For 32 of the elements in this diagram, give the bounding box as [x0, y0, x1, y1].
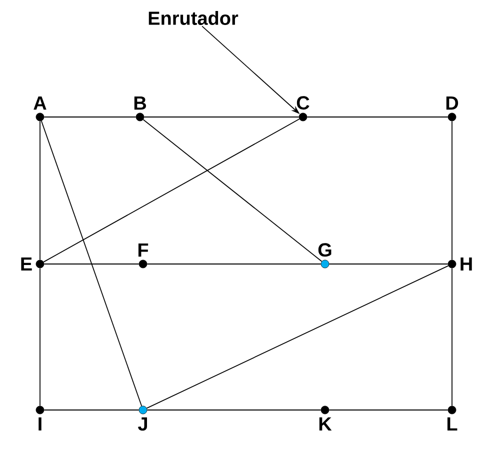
- node-label: B: [134, 96, 146, 110]
- dot-node: E: [21, 257, 44, 271]
- connection-line: [44, 116, 136, 118]
- node-label: A: [34, 96, 46, 110]
- node-label: E: [21, 257, 32, 271]
- connection-line: [306, 116, 448, 118]
- dot-node: H: [448, 257, 472, 271]
- node-label: C: [296, 96, 310, 110]
- node-label: H: [460, 257, 472, 271]
- connection-line: [142, 119, 322, 262]
- connection-line: [40, 120, 142, 406]
- label-text: Enrutador: [148, 11, 238, 25]
- dot-node: A: [34, 96, 46, 122]
- dot-node: B: [134, 96, 146, 122]
- dot-node: L: [447, 406, 458, 430]
- node-label: J: [138, 417, 147, 431]
- dot-node: C: [296, 96, 310, 122]
- connection-line: [144, 116, 300, 118]
- dot-node: I: [36, 406, 44, 430]
- dot-node: J: [138, 406, 148, 431]
- node-label: G: [318, 243, 332, 257]
- connection-line: [43, 118, 300, 262]
- connection-line: [146, 265, 449, 409]
- dot-node: G: [318, 243, 332, 268]
- node-label: F: [138, 244, 148, 257]
- node-label: D: [446, 96, 458, 110]
- dot-node: F: [138, 244, 148, 268]
- dot-node: K: [319, 406, 332, 430]
- node-label: K: [319, 417, 332, 430]
- dot-node: D: [446, 96, 458, 122]
- node-label: L: [447, 417, 458, 430]
- node-label: I: [38, 417, 42, 430]
